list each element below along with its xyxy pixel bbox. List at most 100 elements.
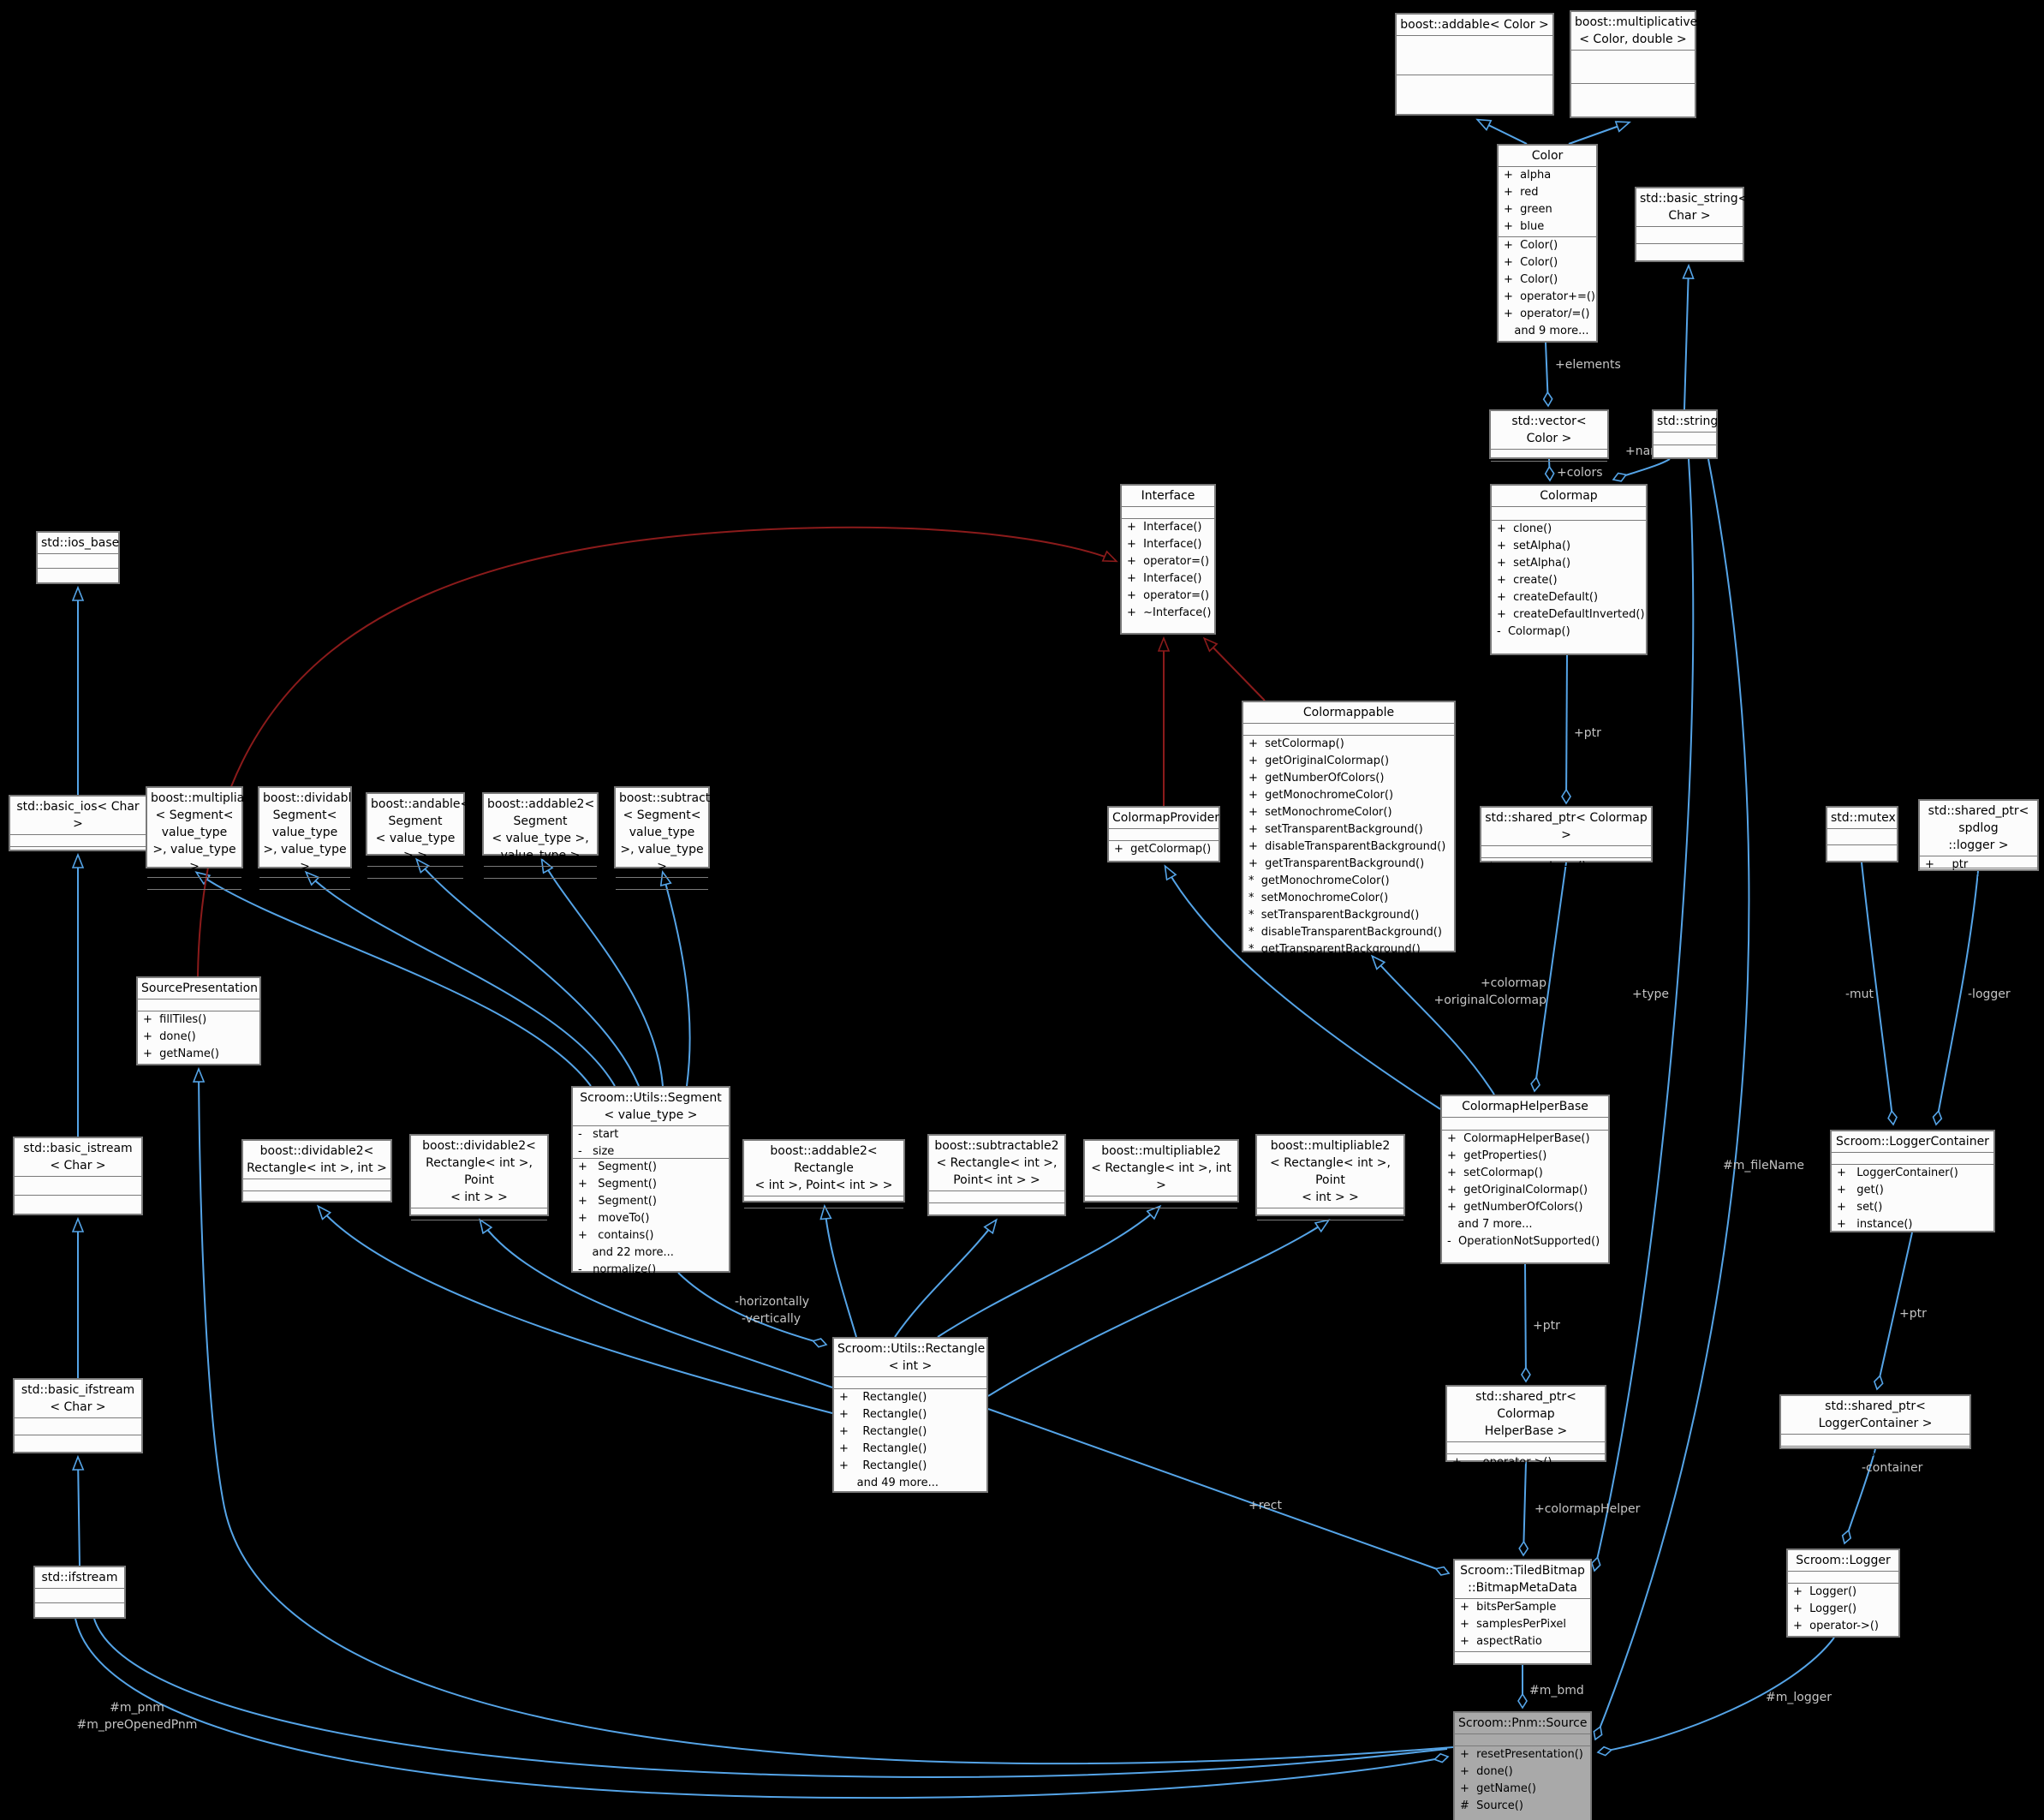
class-box-ios-base[interactable]: std::ios_base: [36, 531, 120, 584]
inheritance-edge: [987, 1220, 1328, 1397]
class-member: + resetPresentation(): [1460, 1748, 1583, 1761]
class-box-bitmap-meta-data[interactable]: Scroom::TiledBitmap ::BitmapMetaData+ bi…: [1453, 1559, 1592, 1665]
class-title: std::ios_base: [38, 533, 119, 554]
inheritance-edge: [1165, 867, 1441, 1110]
class-title: boost::dividable2< Rectangle< int >, int…: [243, 1141, 390, 1179]
class-methods-compartment: + Rectangle()+ Rectangle()+ Rectangle()+…: [834, 1388, 986, 1491]
class-box-colormap-provider[interactable]: ColormapProvider+ getColormap(): [1107, 806, 1220, 862]
inheritance-edge-red: [1205, 639, 1266, 701]
class-box-std-mutex[interactable]: std::mutex: [1826, 806, 1898, 862]
class-box-addable-color[interactable]: boost::addable< Color >: [1395, 13, 1554, 116]
class-box-multiplicative-color[interactable]: boost::multiplicative < Color, double >: [1570, 10, 1697, 118]
class-box-multipliable2-segment[interactable]: boost::multipliable2 < Segment< value_ty…: [146, 786, 271, 890]
class-member: + operator=(): [1127, 589, 1210, 602]
class-methods-compartment: [243, 1190, 390, 1202]
class-box-dividable2-rect-int[interactable]: boost::dividable2< Rectangle< int >, int…: [241, 1139, 392, 1202]
class-box-source-presentation[interactable]: SourcePresentation+ fillTiles()+ done()+…: [136, 976, 261, 1065]
class-attrs-compartment: [1455, 1734, 1590, 1745]
class-member: + createDefaultInverted(): [1497, 608, 1645, 621]
class-box-interface[interactable]: Interface+ Interface()+ Interface()+ ope…: [1120, 484, 1216, 635]
aggregation-edge: [1612, 458, 1671, 482]
class-methods-compartment: + fillTiles()+ done()+ getName(): [138, 1011, 259, 1064]
class-box-std-string[interactable]: std::string: [1652, 409, 1718, 459]
class-methods-compartment: [15, 1195, 141, 1214]
class-box-segment[interactable]: Scroom::Utils::Segment < value_type >- s…: [571, 1086, 730, 1276]
class-box-basic-string[interactable]: std::basic_string< Char >: [1635, 187, 1748, 262]
class-box-dividable2-rect-point[interactable]: boost::dividable2< Rectangle< int >, Poi…: [409, 1134, 549, 1220]
class-box-pnm-source[interactable]: Scroom::Pnm::Source+ resetPresentation()…: [1453, 1711, 1592, 1820]
class-member: + setTransparentBackground(): [1248, 823, 1423, 836]
class-member: + setMonochromeColor(): [1248, 806, 1392, 819]
class-member: + operator->(): [1487, 860, 1587, 873]
class-box-vector-color[interactable]: std::vector< Color >: [1489, 409, 1609, 462]
class-box-color[interactable]: Color+ alpha+ red+ green+ blue+ Color()+…: [1497, 144, 1598, 343]
class-member: + getProperties(): [1447, 1149, 1547, 1162]
aggregation-edge: [1932, 870, 1979, 1126]
class-box-multipliable2-rect-int[interactable]: boost::multipliable2 < Rectangle< int >,…: [1083, 1139, 1239, 1208]
edge-label: +ptr: [1899, 1307, 1927, 1321]
class-title: Color: [1499, 146, 1596, 167]
aggregation-edge: [1591, 458, 1695, 1572]
class-member: + operator->(): [1793, 1620, 1879, 1632]
class-box-ifstream[interactable]: std::ifstream: [33, 1566, 126, 1619]
class-attrs-compartment: [616, 878, 708, 889]
class-box-shared-ptr-logger-container[interactable]: std::shared_ptr< LoggerContainer >+ oper…: [1779, 1394, 1971, 1461]
class-member: + Interface(): [1127, 521, 1202, 534]
class-member: + Rectangle(): [839, 1408, 927, 1421]
class-member: + setColormap(): [1447, 1167, 1543, 1179]
class-box-shared-ptr-spdlog-logger[interactable]: std::shared_ptr< spdlog ::logger >+ ptr+…: [1918, 799, 2039, 883]
class-attrs-compartment: + ptr: [1920, 856, 2037, 871]
class-box-andable-segment[interactable]: boost::andable< Segment < value_type > >: [366, 792, 470, 879]
class-title: std::vector< Color >: [1491, 411, 1607, 450]
class-methods-compartment: + operator->(): [1920, 868, 2037, 883]
aggregation-edge: [1518, 1461, 1529, 1557]
class-title: boost::dividable2< Rectangle< int >, Poi…: [411, 1136, 547, 1208]
class-methods-compartment: [367, 878, 463, 890]
class-box-colormap-helper-base[interactable]: ColormapHelperBase+ ColormapHelperBase()…: [1440, 1095, 1610, 1264]
class-box-rectangle[interactable]: Scroom::Utils::Rectangle < int >+ Rectan…: [832, 1337, 988, 1493]
inheritance-edge: [197, 873, 592, 1087]
class-member: + getName(): [1460, 1782, 1537, 1795]
class-box-multipliable2-rect-point[interactable]: boost::multipliable2 < Rectangle< int >,…: [1255, 1134, 1405, 1220]
class-attrs-compartment: [1257, 1208, 1403, 1220]
class-box-dividable2-segment[interactable]: boost::dividable2< Segment< value_type >…: [258, 786, 377, 890]
class-methods-compartment: + Interface()+ Interface()+ operator=()+…: [1122, 518, 1214, 633]
class-box-shared-ptr-colormap-helper-base[interactable]: std::shared_ptr< Colormap HelperBase >+ …: [1445, 1385, 1606, 1469]
class-member: + Interface(): [1127, 572, 1202, 585]
class-box-colormappable[interactable]: Colormappable+ setColormap()+ getOrigina…: [1242, 701, 1456, 956]
inheritance-edge: [1478, 120, 1528, 145]
class-box-basic-ifstream[interactable]: std::basic_ifstream < Char >: [13, 1378, 143, 1453]
class-methods-compartment: [259, 889, 350, 901]
class-member: * getMonochromeColor(): [1248, 874, 1390, 887]
class-box-shared-ptr-colormap[interactable]: std::shared_ptr< Colormap >+ operator->(…: [1480, 806, 1653, 873]
inheritance-edge: [1684, 266, 1689, 410]
class-member: + getTransparentBackground(): [1248, 857, 1425, 870]
aggregation-edge: [1561, 654, 1571, 805]
class-member: * disableTransparentBackground(): [1248, 926, 1442, 939]
class-box-basic-ios[interactable]: std::basic_ios< Char >: [9, 795, 147, 851]
edge-label: +originalColormap: [1434, 994, 1547, 1007]
class-box-scroom-logger[interactable]: Scroom::Logger+ Logger()+ Logger()+ oper…: [1786, 1548, 1900, 1638]
class-member: + getNumberOfColors(): [1447, 1201, 1583, 1214]
class-member: - normalize(): [578, 1263, 657, 1277]
class-box-subtractable2-segment[interactable]: boost::subtractable2 < Segment< value_ty…: [614, 786, 743, 890]
class-methods-compartment: [1455, 1651, 1590, 1663]
class-methods-compartment: + LoggerContainer()+ get()+ set()+ insta…: [1832, 1164, 1993, 1231]
class-title: std::basic_ios< Char >: [10, 797, 146, 835]
class-attrs-compartment: [1571, 51, 1695, 83]
class-box-subtractable2-rect-point[interactable]: boost::subtractable2 < Rectangle< int >,…: [927, 1134, 1066, 1216]
class-methods-compartment: [929, 1202, 1064, 1214]
class-title: std::shared_ptr< LoggerContainer >: [1781, 1396, 1970, 1435]
class-attrs-compartment: [834, 1377, 986, 1388]
class-member: + fillTiles(): [143, 1013, 207, 1026]
class-title: boost::addable< Color >: [1397, 15, 1552, 36]
class-methods-compartment: + resetPresentation()+ done()+ getName()…: [1455, 1745, 1590, 1820]
class-title: boost::addable2< Rectangle < int >, Poin…: [744, 1141, 903, 1196]
class-box-basic-istream[interactable]: std::basic_istream < Char >: [13, 1137, 143, 1215]
class-box-addable2-segment[interactable]: boost::addable2< Segment < value_type >,…: [482, 792, 599, 879]
inheritance-edge: [937, 1207, 1159, 1338]
class-box-logger-container[interactable]: Scroom::LoggerContainer+ LoggerContainer…: [1830, 1130, 1995, 1232]
class-box-addable2-rect-point[interactable]: boost::addable2< Rectangle < int >, Poin…: [742, 1139, 905, 1208]
class-box-colormap[interactable]: Colormap+ clone()+ setAlpha()+ setAlpha(…: [1490, 484, 1648, 655]
